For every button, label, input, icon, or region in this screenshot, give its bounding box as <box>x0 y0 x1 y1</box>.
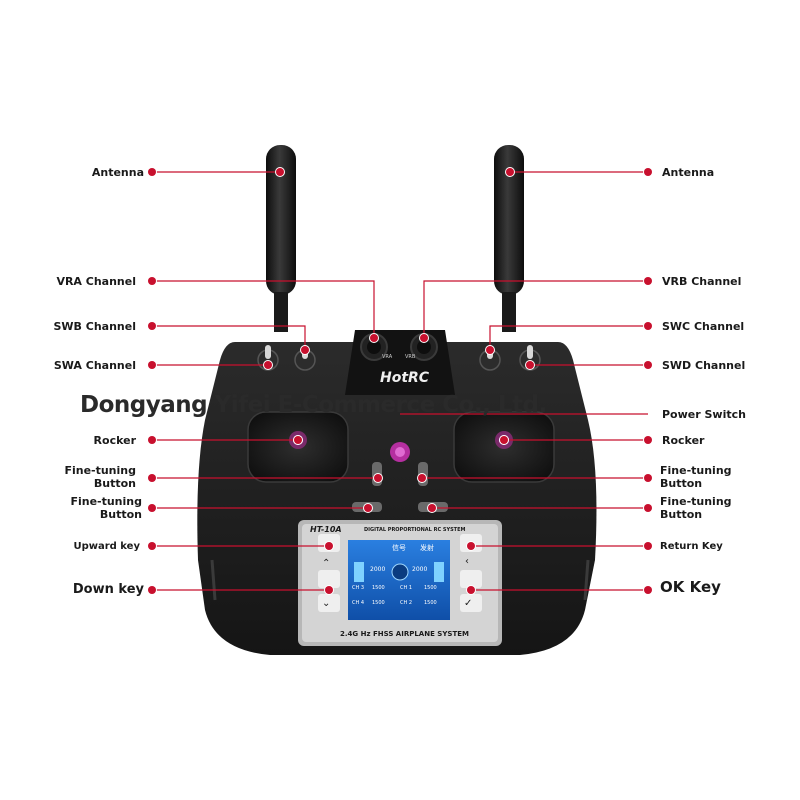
lcd-signal-label: 信号 <box>392 544 406 552</box>
antenna-left-dot <box>148 168 156 176</box>
label-fine-tuning-2-left-line2: Button <box>99 508 142 521</box>
right-gimbal[interactable] <box>453 411 555 483</box>
lcd-value-a: 2000 <box>370 566 386 573</box>
vrb-end-dot <box>420 334 428 342</box>
swa-dot <box>148 361 156 369</box>
upward-key-icon[interactable]: ⌃ <box>322 558 331 569</box>
label-fine-tuning-2-left-line1: Fine-tuning <box>70 495 142 508</box>
ok-key-icon[interactable]: ✓ <box>464 598 473 609</box>
screen-panel <box>298 520 502 646</box>
swb-dot <box>148 322 156 330</box>
lcd-ch2: CH 2 <box>400 600 413 606</box>
return-key-end-dot <box>467 542 475 550</box>
vra-dot <box>148 277 156 285</box>
label-vra-channel: VRA Channel <box>56 275 136 288</box>
screen-footer: 2.4G Hz FHSS AIRPLANE SYSTEM <box>340 630 469 638</box>
lcd-ch1: CH 1 <box>400 585 413 591</box>
label-vrb-channel: VRB Channel <box>662 275 742 288</box>
antenna-left-tip-dot <box>276 168 284 176</box>
leader-lines <box>152 171 648 591</box>
left-gimbal[interactable] <box>247 411 349 483</box>
fine-tuning-1-right-end-dot <box>418 474 426 482</box>
label-antenna-left: Antenna <box>91 166 144 179</box>
vrb-knob-label: VRB <box>405 354 416 360</box>
vrb-dot <box>644 277 652 285</box>
swc-dot <box>644 322 652 330</box>
lcd-transmit-label: 发射 <box>420 544 434 552</box>
screen-header: DIGITAL PROPORTIONAL RC SYSTEM <box>364 527 466 533</box>
fine-tuning-1-left-end-dot <box>374 474 382 482</box>
fine-tuning-2-right-dot <box>644 504 652 512</box>
label-fine-tuning-1-left-line1: Fine-tuning <box>64 464 136 477</box>
label-return-key: Return Key <box>660 541 723 552</box>
label-fine-tuning-1-right-line1: Fine-tuning <box>660 464 732 477</box>
lcd-ch2-value: 1500 <box>424 600 437 606</box>
lcd-ch4-value: 1500 <box>372 600 385 606</box>
upward-key-end-dot <box>325 542 333 550</box>
swb-end-dot <box>301 346 309 354</box>
label-upward-key: Upward key <box>73 541 140 552</box>
watermark: Dongyang Yifei E-Commerce Co., Ltd. <box>80 392 547 418</box>
antenna-right-tip-dot <box>506 168 514 176</box>
lcd-ch3-value: 1500 <box>372 585 385 591</box>
label-swc-channel: SWC Channel <box>662 320 745 333</box>
ok-key-dot <box>644 586 652 594</box>
vra-knob[interactable] <box>360 333 388 361</box>
swc-end-dot <box>486 346 494 354</box>
label-power-switch: Power Switch <box>662 408 746 421</box>
rocker-left-end-dot <box>294 436 302 444</box>
brand-logo: HotRC <box>380 370 430 386</box>
fine-tuning-2-left-dot <box>148 504 156 512</box>
label-antenna-right: Antenna <box>662 166 715 179</box>
label-rocker-right: Rocker <box>662 434 705 447</box>
label-fine-tuning-1-right-line2: Button <box>660 477 703 490</box>
swa-end-dot <box>264 361 272 369</box>
return-key-icon[interactable]: ‹ <box>465 556 469 567</box>
label-swa-channel: SWA Channel <box>53 359 136 372</box>
label-ok-key: OK Key <box>660 578 721 596</box>
lcd-ch3: CH 3 <box>352 585 365 591</box>
vra-knob-label: VRA <box>382 354 393 360</box>
fine-tuning-1-right-dot <box>644 474 652 482</box>
antenna-right <box>494 145 524 332</box>
swd-dot <box>644 361 652 369</box>
fine-tuning-1-left-dot <box>148 474 156 482</box>
vrb-knob[interactable] <box>410 333 438 361</box>
power-button[interactable] <box>390 442 410 462</box>
down-key-icon[interactable]: ⌄ <box>322 598 331 609</box>
upward-key-dot <box>148 542 156 550</box>
return-key-dot <box>644 542 652 550</box>
lcd-ch1-value: 1500 <box>424 585 437 591</box>
lcd-value-b: 2000 <box>412 566 428 573</box>
antenna-left <box>266 145 296 332</box>
model-label: HT-10A <box>310 525 342 534</box>
label-fine-tuning-2-right-line1: Fine-tuning <box>660 495 732 508</box>
fine-tuning-2-right-end-dot <box>428 504 436 512</box>
label-down-key: Down key <box>72 582 144 597</box>
label-fine-tuning-1-left-line2: Button <box>93 477 136 490</box>
label-swd-channel: SWD Channel <box>662 359 746 372</box>
rocker-right-dot <box>644 436 652 444</box>
ok-key-end-dot <box>467 586 475 594</box>
fine-tuning-2-left-end-dot <box>364 504 372 512</box>
down-key-dot <box>148 586 156 594</box>
label-swb-channel: SWB Channel <box>53 320 137 333</box>
rocker-right-end-dot <box>500 436 508 444</box>
rocker-left-dot <box>148 436 156 444</box>
vra-end-dot <box>370 334 378 342</box>
label-fine-tuning-2-right-line2: Button <box>660 508 703 521</box>
swd-end-dot <box>526 361 534 369</box>
antenna-right-dot <box>644 168 652 176</box>
label-rocker-left: Rocker <box>93 434 136 447</box>
down-key-end-dot <box>325 586 333 594</box>
lcd-ch4: CH 4 <box>352 600 365 606</box>
